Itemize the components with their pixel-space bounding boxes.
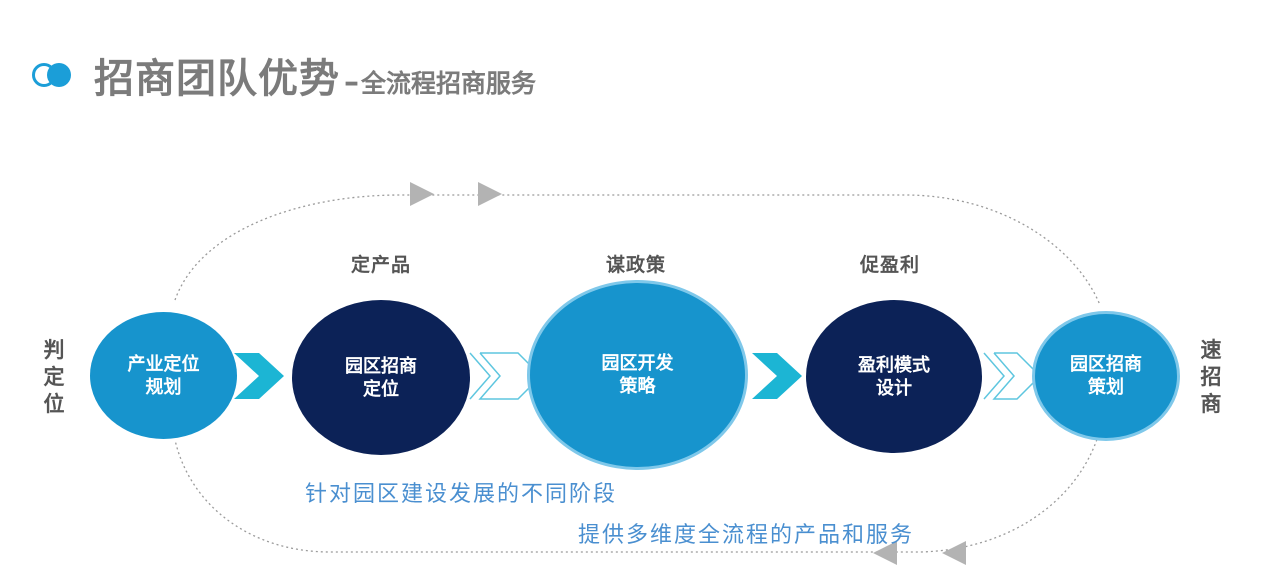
step-text: 规划: [145, 376, 182, 398]
side-label-char: 速: [1200, 338, 1222, 362]
triangle-arrow-icon: [942, 541, 966, 565]
outline-chevron-arrow-icon: [469, 352, 543, 400]
side-label-char: 位: [43, 392, 65, 416]
step-text: 园区招商: [345, 355, 417, 377]
step-text: 策划: [1088, 377, 1124, 398]
right-side-label: 速 招 商: [1199, 337, 1223, 418]
step-text: 策略: [619, 376, 656, 397]
triangle-arrow-icon: [410, 182, 434, 206]
triangle-arrow-icon: [478, 182, 502, 206]
note-text: 提供多维度全流程的产品和服务: [578, 523, 915, 548]
stage-label: 谋政策: [605, 254, 666, 276]
step-text: 设计: [876, 377, 912, 399]
side-label-char: 商: [1200, 392, 1222, 416]
double-circle-icon: [32, 60, 80, 90]
step-text: 产业定位: [127, 353, 200, 375]
step-circle: 园区招商 定位: [292, 300, 470, 455]
step-circle: 盈利模式 设计: [806, 300, 982, 453]
step-circle: 产业定位 规划: [90, 312, 237, 439]
step-circle: 园区招商 策划: [1032, 311, 1180, 441]
stage-label: 促盈利: [859, 254, 920, 276]
step-circle: 园区开发 策略: [527, 280, 748, 470]
side-label-char: 定: [43, 365, 65, 389]
page-subtitle: 全流程招商服务: [361, 69, 537, 98]
loop-outline: [174, 194, 1101, 553]
solid-chevron-arrow-icon: [752, 353, 802, 399]
left-side-label: 判 定 位: [42, 337, 66, 418]
step-text: 园区开发: [601, 353, 674, 374]
step-text: 盈利模式: [858, 354, 930, 376]
note-text: 针对园区建设发展的不同阶段: [305, 482, 618, 507]
page-title: 招商团队优势: [94, 56, 340, 102]
page-header: 招商团队优势 – 全流程招商服务: [32, 46, 536, 104]
triangle-arrow-icon: [873, 541, 897, 565]
step-text: 园区招商: [1070, 354, 1142, 375]
stage-label: 定产品: [350, 254, 411, 276]
solid-chevron-arrow-icon: [234, 353, 284, 399]
step-text: 定位: [363, 378, 399, 400]
outline-chevron-arrow-icon: [983, 352, 1042, 400]
title-separator: –: [344, 65, 359, 100]
side-label-char: 判: [43, 338, 65, 362]
side-label-char: 招: [1200, 365, 1222, 389]
